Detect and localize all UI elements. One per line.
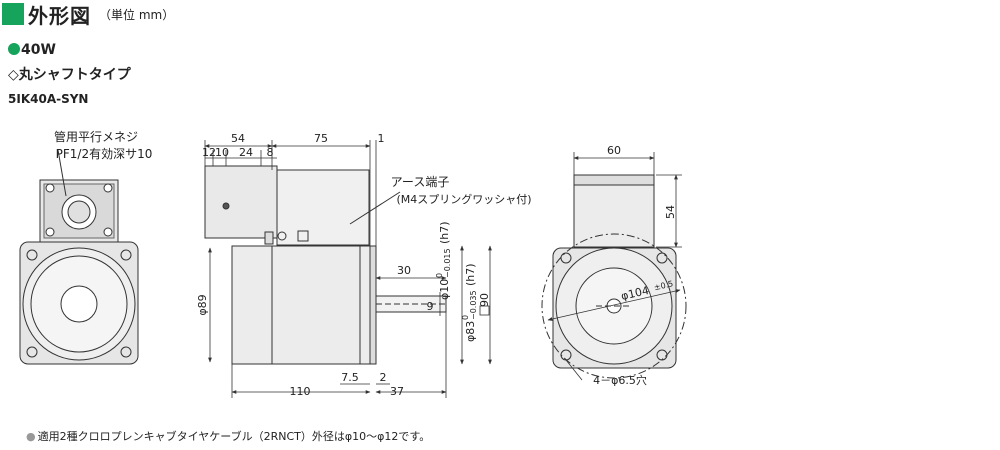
- tube-nut-label-1: 管用平行メネジ: [54, 129, 138, 144]
- dim-7-5: 7.5: [341, 371, 359, 384]
- footnote-text: 適用2種クロロプレンキャブタイヤケーブル（2RNCT）外径はφ10～φ12です。: [37, 430, 431, 443]
- shaft-type: ◇丸シャフトタイプ: [8, 67, 131, 83]
- dim-12: 12: [202, 146, 216, 159]
- dim-54: 54: [231, 132, 245, 145]
- svg-text:0: 0: [461, 315, 470, 320]
- model-number: 5IK40A-SYN: [8, 92, 89, 106]
- svg-text:(h7): (h7): [438, 221, 451, 244]
- svg-text:φ104: φ104: [620, 284, 650, 303]
- dim-10: 10: [215, 146, 229, 159]
- pitch-circle-diameter: φ104 ±0.5: [620, 279, 674, 303]
- dim-9: 9: [427, 300, 434, 313]
- dim-8: 8: [267, 146, 274, 159]
- dim-2: 2: [380, 371, 387, 384]
- svg-text:−0.035: −0.035: [469, 290, 478, 320]
- svg-text:φ83: φ83: [464, 321, 477, 342]
- power-rating: 40W: [8, 42, 56, 58]
- shaft-diameter-tolerance: φ10 0 −0.015 (h7): [435, 221, 452, 300]
- dim-89: φ89: [196, 294, 209, 315]
- page-title: 外形図: [28, 3, 91, 28]
- green-dot-icon: [8, 43, 20, 55]
- bullet-icon: ●: [26, 430, 36, 443]
- terminal-box-side: [204, 165, 278, 239]
- dim-54-side: 54: [664, 205, 677, 219]
- earth-label-1: アース端子: [391, 175, 450, 189]
- unit-label: （単位 mm）: [99, 7, 175, 22]
- dim-75: 75: [314, 132, 328, 145]
- dim-110: 110: [290, 385, 311, 398]
- front-view: [19, 149, 139, 365]
- power-label: 40W: [21, 42, 56, 58]
- dim-1: 1: [378, 132, 385, 145]
- footnote: ●適用2種クロロプレンキャブタイヤケーブル（2RNCT）外径はφ10～φ12です…: [26, 428, 430, 444]
- pilot-diameter-tolerance: φ83 0 −0.035 (h7): [461, 263, 478, 342]
- dim-24: 24: [239, 146, 253, 159]
- dim-60: 60: [607, 144, 621, 157]
- svg-text:φ10: φ10: [438, 279, 451, 300]
- motor-body-side: [231, 245, 371, 365]
- dim-37: 37: [390, 385, 404, 398]
- header-square-icon: [2, 3, 24, 25]
- flange-square-90: 90: [478, 293, 491, 316]
- svg-text:(h7): (h7): [464, 263, 477, 286]
- side-view: [204, 165, 447, 365]
- earth-label-2: (M4スプリングワッシャ付): [396, 192, 531, 206]
- header: 外形図 （単位 mm）: [2, 2, 175, 28]
- tube-nut-label-2: PF1/2有効深サ10: [56, 146, 153, 161]
- dim-30: 30: [397, 264, 411, 277]
- svg-text:90: 90: [478, 293, 491, 307]
- svg-text:±0.5: ±0.5: [653, 279, 674, 292]
- svg-text:−0.015: −0.015: [443, 248, 452, 278]
- svg-text:0: 0: [435, 273, 444, 278]
- mount-holes-label: 4－φ6.5穴: [593, 373, 647, 387]
